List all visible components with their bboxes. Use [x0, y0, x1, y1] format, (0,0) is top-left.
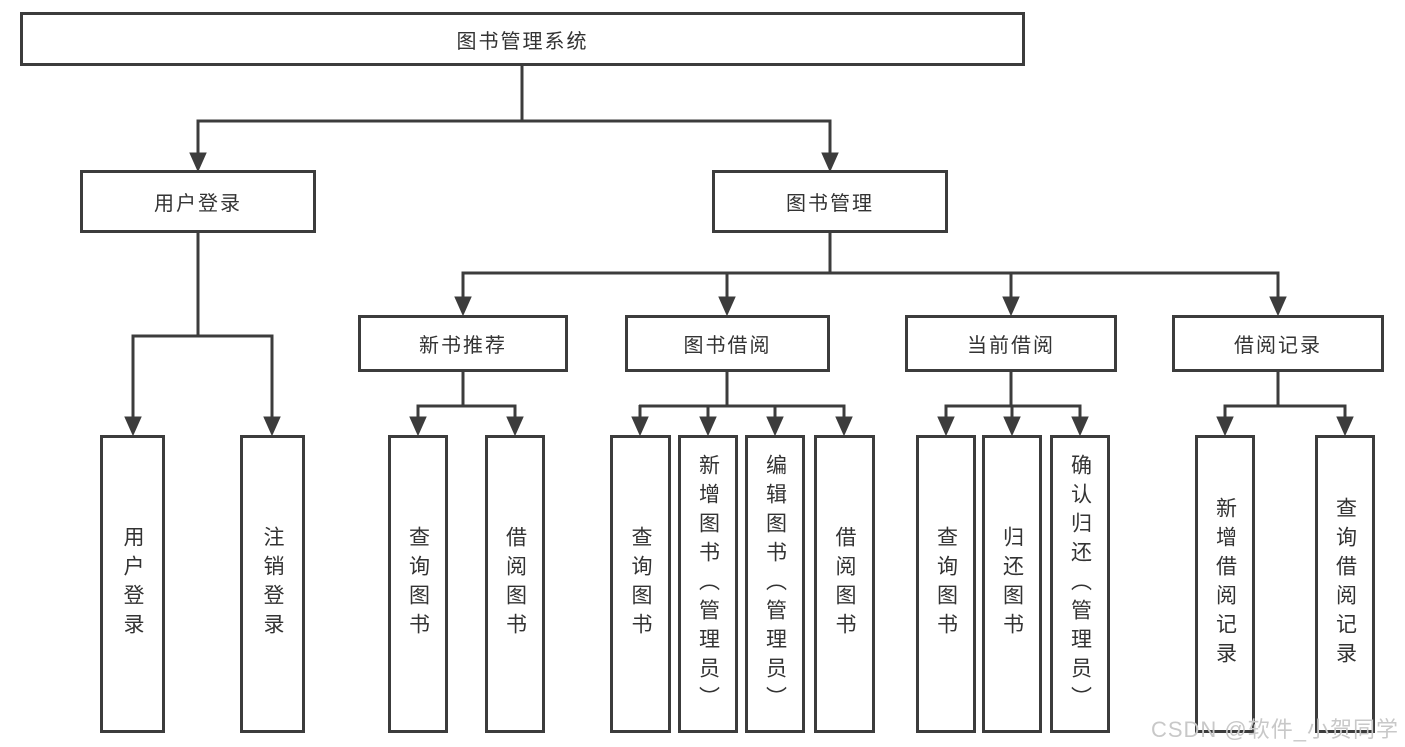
leaf-borrow-borrow-book: 借阅图书 [814, 435, 875, 733]
leaf-logout: 注销登录 [240, 435, 305, 733]
leaf-recommend-borrow-book: 借阅图书 [485, 435, 545, 733]
leaf-borrow-query-book: 查询图书 [610, 435, 671, 733]
leaf-current-return-book: 归还图书 [982, 435, 1042, 733]
node-new-book-recommend: 新书推荐 [358, 315, 568, 372]
leaf-current-confirm-return-admin: 确认归还（管理员） [1050, 435, 1110, 733]
node-system-root: 图书管理系统 [20, 12, 1025, 66]
csdn-watermark: CSDN @软件_小贺同学 [1150, 717, 1399, 742]
leaf-borrow-add-book-admin: 新增图书（管理员） [678, 435, 738, 733]
leaf-borrow-edit-book-admin: 编辑图书（管理员） [745, 435, 805, 733]
node-current-borrow: 当前借阅 [905, 315, 1117, 372]
node-user-login: 用户登录 [80, 170, 316, 233]
node-book-borrow: 图书借阅 [625, 315, 830, 372]
leaf-records-query-record: 查询借阅记录 [1315, 435, 1375, 733]
node-book-management: 图书管理 [712, 170, 948, 233]
leaf-current-query-book: 查询图书 [916, 435, 976, 733]
leaf-user-login: 用户登录 [100, 435, 165, 733]
node-borrow-records: 借阅记录 [1172, 315, 1384, 372]
leaf-records-add-record: 新增借阅记录 [1195, 435, 1255, 733]
leaf-recommend-query-book: 查询图书 [388, 435, 448, 733]
